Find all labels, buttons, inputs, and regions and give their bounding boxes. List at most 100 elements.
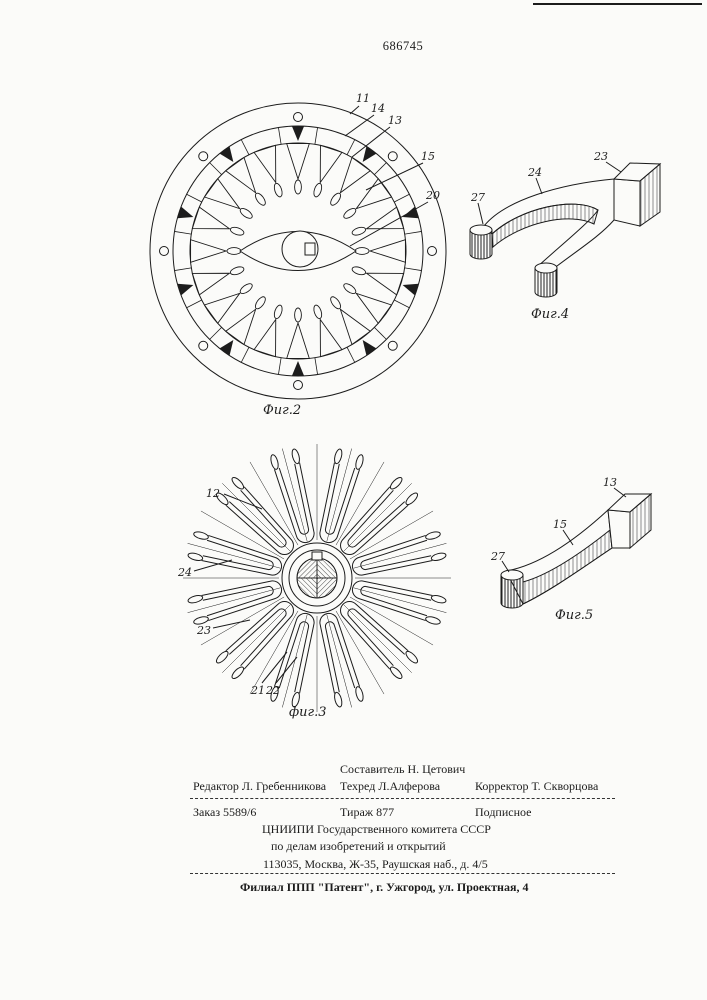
radial-line: [344, 483, 412, 551]
ring-divider: [241, 140, 249, 155]
teardrop-tip: [254, 295, 268, 310]
fork-tip: [389, 665, 404, 680]
leader-line: [536, 178, 542, 194]
order-line: Заказ 5589/6: [193, 805, 256, 819]
radial-line: [222, 483, 290, 551]
label-15: 15: [421, 150, 435, 163]
tooth: [226, 157, 256, 192]
bolt-hole: [428, 247, 437, 256]
teardrop-tip: [229, 226, 244, 237]
tooth: [366, 207, 403, 229]
tooth: [356, 179, 391, 209]
fork-tip: [404, 491, 419, 506]
tooth: [191, 240, 226, 263]
pin-cylinder-top: [501, 570, 523, 580]
tooth: [366, 273, 403, 295]
tooth: [254, 319, 276, 356]
tooth: [340, 309, 370, 344]
bolt-hole: [294, 381, 303, 390]
label-13: 13: [603, 476, 617, 489]
fork-tip: [270, 454, 280, 470]
bolt-hole: [388, 152, 397, 161]
figure-4-caption: Фиг.4: [531, 307, 569, 322]
teardrop-tip: [329, 295, 343, 310]
figure-2-caption: Фиг.2: [263, 403, 301, 418]
compiler-line: Составитель Н. Цетович: [340, 762, 465, 776]
teardrop-tip: [351, 265, 366, 276]
bolt-hole: [199, 341, 208, 350]
ring-marker: [403, 284, 419, 296]
ring-divider: [374, 163, 386, 175]
ring-marker: [220, 146, 234, 162]
teardrop-tip: [273, 304, 284, 319]
fork-tip: [187, 552, 203, 562]
block-front-face: [614, 179, 640, 226]
teardrop-tip: [355, 248, 369, 255]
ring-divider: [210, 327, 222, 339]
ring-divider: [374, 327, 386, 339]
ring-marker: [220, 340, 234, 356]
teardrop-tip: [254, 192, 268, 207]
fork-tip: [425, 615, 441, 625]
figure-5: 13 15 27 Фиг.5: [490, 476, 651, 623]
teardrop-tip: [239, 207, 254, 221]
label-27: 27: [490, 550, 505, 563]
radial-line: [344, 605, 412, 673]
ring-marker: [292, 126, 304, 141]
label-24: 24: [527, 166, 542, 179]
address-line: 113035, Москва, Ж-35, Раушская наб., д. …: [263, 857, 488, 871]
leader-line: [350, 106, 359, 114]
tech-editor-line: Техред Л.Алферова: [340, 779, 440, 793]
ring-divider: [187, 300, 202, 308]
ring-divider: [175, 231, 192, 234]
bolt-hole: [294, 113, 303, 122]
ring-marker: [363, 340, 377, 356]
teardrop-tip: [295, 308, 302, 322]
tooth: [370, 240, 405, 263]
teardrop-tip: [342, 282, 357, 296]
label-15: 15: [553, 518, 567, 531]
tooth: [287, 144, 310, 179]
leader-line: [213, 620, 250, 628]
label-20: 20: [425, 189, 440, 202]
ring-divider: [315, 358, 318, 375]
ring-divider: [405, 231, 422, 234]
tooth: [192, 207, 229, 229]
tooth: [356, 293, 391, 323]
label-14: 14: [371, 102, 385, 115]
ring-divider: [347, 347, 355, 362]
teardrop-tip: [229, 265, 244, 276]
tooth: [226, 309, 256, 344]
teardrop-tip: [329, 192, 343, 207]
fork-tip: [333, 692, 343, 708]
tooth: [320, 319, 342, 356]
teardrop-tip: [312, 182, 323, 197]
fork-tip: [187, 594, 203, 604]
bolt-hole: [199, 152, 208, 161]
ring-divider: [278, 128, 281, 145]
radial-line: [222, 605, 290, 673]
fork-tip: [425, 531, 441, 541]
fork-tip: [215, 650, 230, 665]
ring-divider: [175, 268, 192, 271]
pin-cylinder-top: [535, 263, 557, 273]
fork-tip: [193, 531, 209, 541]
tooth: [320, 145, 342, 182]
teardrop-tip: [295, 180, 302, 194]
organization-line-2: по делам изобретений и открытий: [271, 839, 446, 853]
ring-divider: [394, 300, 409, 308]
label-23: 23: [196, 624, 211, 637]
fork-tip: [404, 650, 419, 665]
ring-marker: [363, 146, 377, 162]
label-24: 24: [177, 566, 192, 579]
ring-divider: [278, 358, 281, 375]
leader-line: [478, 203, 483, 224]
ring-marker: [177, 207, 193, 219]
fork-tip: [431, 552, 447, 562]
tooth: [287, 323, 310, 358]
divider-line: [190, 798, 615, 799]
patent-number: 686745: [383, 39, 424, 53]
label-12: 12: [206, 487, 220, 500]
tooth: [340, 157, 370, 192]
